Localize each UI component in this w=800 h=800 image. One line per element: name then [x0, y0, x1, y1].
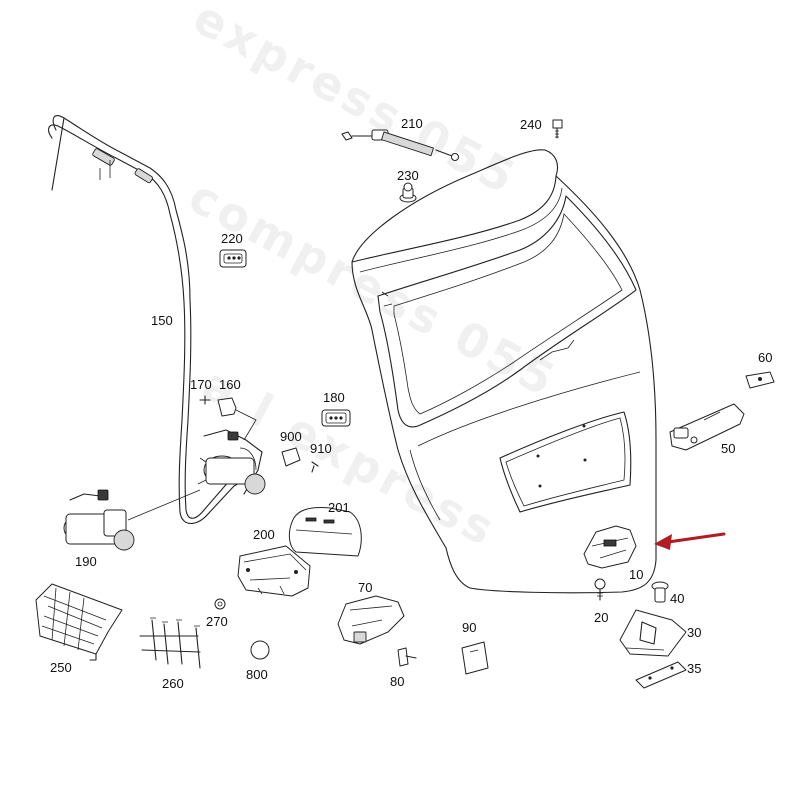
label-201: 201 — [328, 500, 350, 515]
label-200: 200 — [253, 527, 275, 542]
part-230-ball-stud — [399, 182, 417, 203]
part-160-clip — [217, 397, 257, 441]
label-70: 70 — [358, 580, 372, 595]
label-20: 20 — [594, 610, 608, 625]
watermark-line-1: express 055 — [185, 0, 527, 206]
tailgate-panel — [351, 149, 657, 594]
label-210: 210 — [401, 116, 423, 131]
label-190: 190 — [75, 554, 97, 569]
part-150-hose — [48, 115, 253, 525]
highlight-arrow — [654, 532, 726, 550]
label-30: 30 — [687, 625, 701, 640]
label-50: 50 — [721, 441, 735, 456]
label-150: 150 — [151, 313, 173, 328]
label-170: 170 — [190, 377, 212, 392]
label-160: 160 — [219, 377, 241, 392]
part-260-brackets — [139, 617, 201, 669]
label-80: 80 — [390, 674, 404, 689]
label-900: 900 — [280, 429, 302, 444]
part-10-lock — [583, 525, 637, 569]
part-270-nut — [214, 598, 226, 610]
label-35: 35 — [687, 661, 701, 676]
label-230: 230 — [397, 168, 419, 183]
label-240: 240 — [520, 117, 542, 132]
label-10: 10 — [629, 567, 643, 582]
part-20-screw — [594, 578, 606, 601]
label-910: 910 — [310, 441, 332, 456]
part-220-connector — [219, 249, 247, 268]
part-250-control-unit — [35, 583, 123, 661]
part-200-housing — [237, 545, 311, 597]
watermark: express 055 compress 055 a l express — [180, 0, 566, 557]
label-90: 90 — [462, 620, 476, 635]
part-90-plate — [461, 641, 489, 675]
label-180: 180 — [323, 390, 345, 405]
part-180-connector — [321, 409, 351, 427]
label-250: 250 — [50, 660, 72, 675]
part-900-cap — [281, 447, 301, 467]
part-50-bracket — [669, 403, 745, 451]
part-240-bolt — [552, 119, 563, 139]
part-910-screw — [311, 461, 319, 473]
part-40-bolt — [651, 581, 669, 603]
part-800-plug — [250, 640, 270, 660]
part-30-striker — [619, 609, 687, 657]
part-60-button — [745, 371, 775, 389]
pump-motor-assembly — [197, 429, 266, 495]
label-270: 270 — [206, 614, 228, 629]
part-80-button — [397, 647, 417, 667]
part-35-plate — [635, 661, 687, 689]
part-170-plug — [199, 395, 211, 405]
label-60: 60 — [758, 350, 772, 365]
label-40: 40 — [670, 591, 684, 606]
label-800: 800 — [246, 667, 268, 682]
part-201-cover — [288, 507, 362, 557]
part-210-gas-strut — [341, 129, 459, 161]
label-260: 260 — [162, 676, 184, 691]
part-190-pump — [63, 489, 201, 551]
label-220: 220 — [221, 231, 243, 246]
part-70-handle — [337, 595, 405, 645]
